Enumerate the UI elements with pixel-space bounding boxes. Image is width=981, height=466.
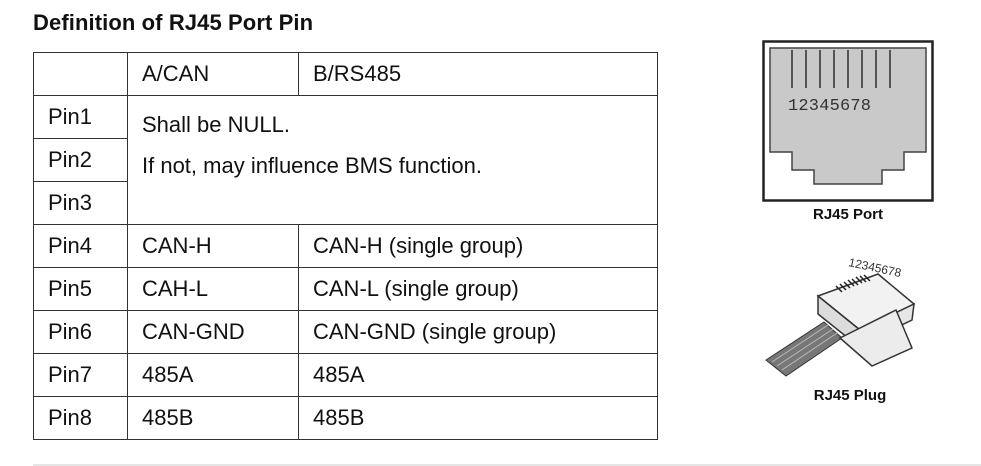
can-cell: CAN-H	[127, 224, 299, 268]
table-row: Pin5 CAH-L CAN-L (single group)	[33, 267, 658, 311]
can-cell: 485B	[127, 396, 299, 440]
pin-cell: Pin8	[33, 396, 128, 440]
rs485-cell: 485B	[298, 396, 658, 440]
pin-cell: Pin2	[33, 138, 128, 182]
table-row: Pin6 CAN-GND CAN-GND (single group)	[33, 310, 658, 354]
null-note-line: If not, may influence BMS function.	[142, 153, 482, 178]
table-row: Pin7 485A 485A	[33, 353, 658, 397]
pin-cell: Pin5	[33, 267, 128, 311]
pin-cell: Pin1	[33, 95, 128, 139]
rj45-port-icon: 12345678	[762, 40, 934, 202]
rs485-cell: CAN-L (single group)	[298, 267, 658, 311]
table-row: Pin2	[33, 138, 658, 182]
port-caption: RJ45 Port	[812, 206, 884, 223]
table-row: Pin8 485B 485B	[33, 396, 658, 440]
pin-cell: Pin6	[33, 310, 128, 354]
table-header-row: A/CAN B/RS485	[33, 52, 658, 96]
can-cell: CAN-GND	[127, 310, 299, 354]
pin-cell: Pin3	[33, 181, 128, 225]
port-pin-numbers: 12345678	[788, 97, 871, 116]
rj45-plug-icon: 12345678	[765, 255, 916, 377]
pin-cell: Pin4	[33, 224, 128, 268]
divider	[33, 464, 981, 466]
table-row: Pin3	[33, 181, 658, 225]
rs485-cell: CAN-H (single group)	[298, 224, 658, 268]
rs485-cell: 485A	[298, 353, 658, 397]
rs485-cell: CAN-GND (single group)	[298, 310, 658, 354]
can-cell: CAH-L	[127, 267, 299, 311]
header-cell: A/CAN	[127, 52, 299, 96]
header-cell	[33, 52, 128, 96]
plug-caption: RJ45 Plug	[813, 387, 887, 404]
pin-cell: Pin7	[33, 353, 128, 397]
page-title: Definition of RJ45 Port Pin	[33, 10, 314, 35]
null-note-cell: Shall be NULL. If not, may influence BMS…	[127, 95, 658, 225]
table-row: Pin4 CAN-H CAN-H (single group)	[33, 224, 658, 268]
null-note-line: Shall be NULL.	[142, 112, 290, 137]
pin-definition-table: A/CAN B/RS485 Pin1 Shall be NULL. If not…	[33, 52, 658, 440]
can-cell: 485A	[127, 353, 299, 397]
header-cell: B/RS485	[298, 52, 658, 96]
table-row: Pin1 Shall be NULL. If not, may influenc…	[33, 95, 658, 225]
